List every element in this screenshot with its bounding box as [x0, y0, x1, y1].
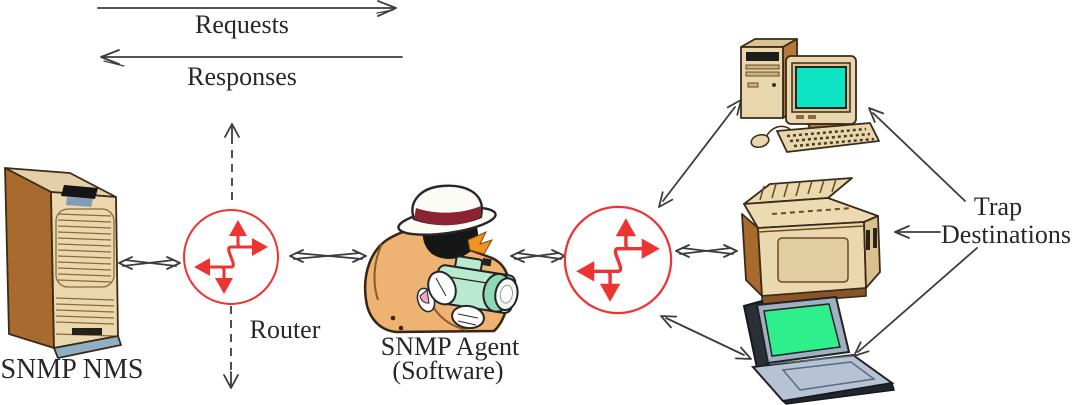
router-label: Router [250, 315, 321, 344]
trap-arrow-printer [894, 225, 941, 239]
requests-arrow [97, 0, 397, 17]
dashed-arrow-up [224, 123, 240, 200]
responses-label: Responses [187, 62, 297, 91]
requests-label: Requests [195, 10, 289, 39]
trap-label-line1: Trap [974, 192, 1022, 221]
dashed-arrow-down [223, 306, 239, 389]
printer-icon [741, 177, 881, 305]
link-agent-router2 [510, 249, 566, 263]
laptop-icon [742, 295, 895, 405]
nms-label: SNMP NMS [1, 354, 144, 385]
link-nms-router [118, 256, 181, 270]
link-router-agent [289, 249, 367, 263]
trap-label-line2: Destinations [941, 220, 1071, 249]
server-tower-icon [4, 167, 122, 359]
responses-arrow [100, 49, 403, 67]
agent-label-line2: (Software) [392, 356, 503, 385]
link-router2-laptop [660, 315, 752, 360]
spy-with-camera-icon [363, 184, 519, 334]
agent-label-line1: SNMP Agent [381, 332, 520, 361]
trap-arrow-laptop [853, 247, 978, 357]
router2-icon [563, 205, 673, 315]
trap-arrow-computer [868, 107, 966, 202]
router1-icon [182, 208, 280, 306]
link-router2-printer [675, 244, 738, 258]
link-router2-computer [658, 99, 742, 208]
desktop-computer-icon [740, 38, 880, 153]
